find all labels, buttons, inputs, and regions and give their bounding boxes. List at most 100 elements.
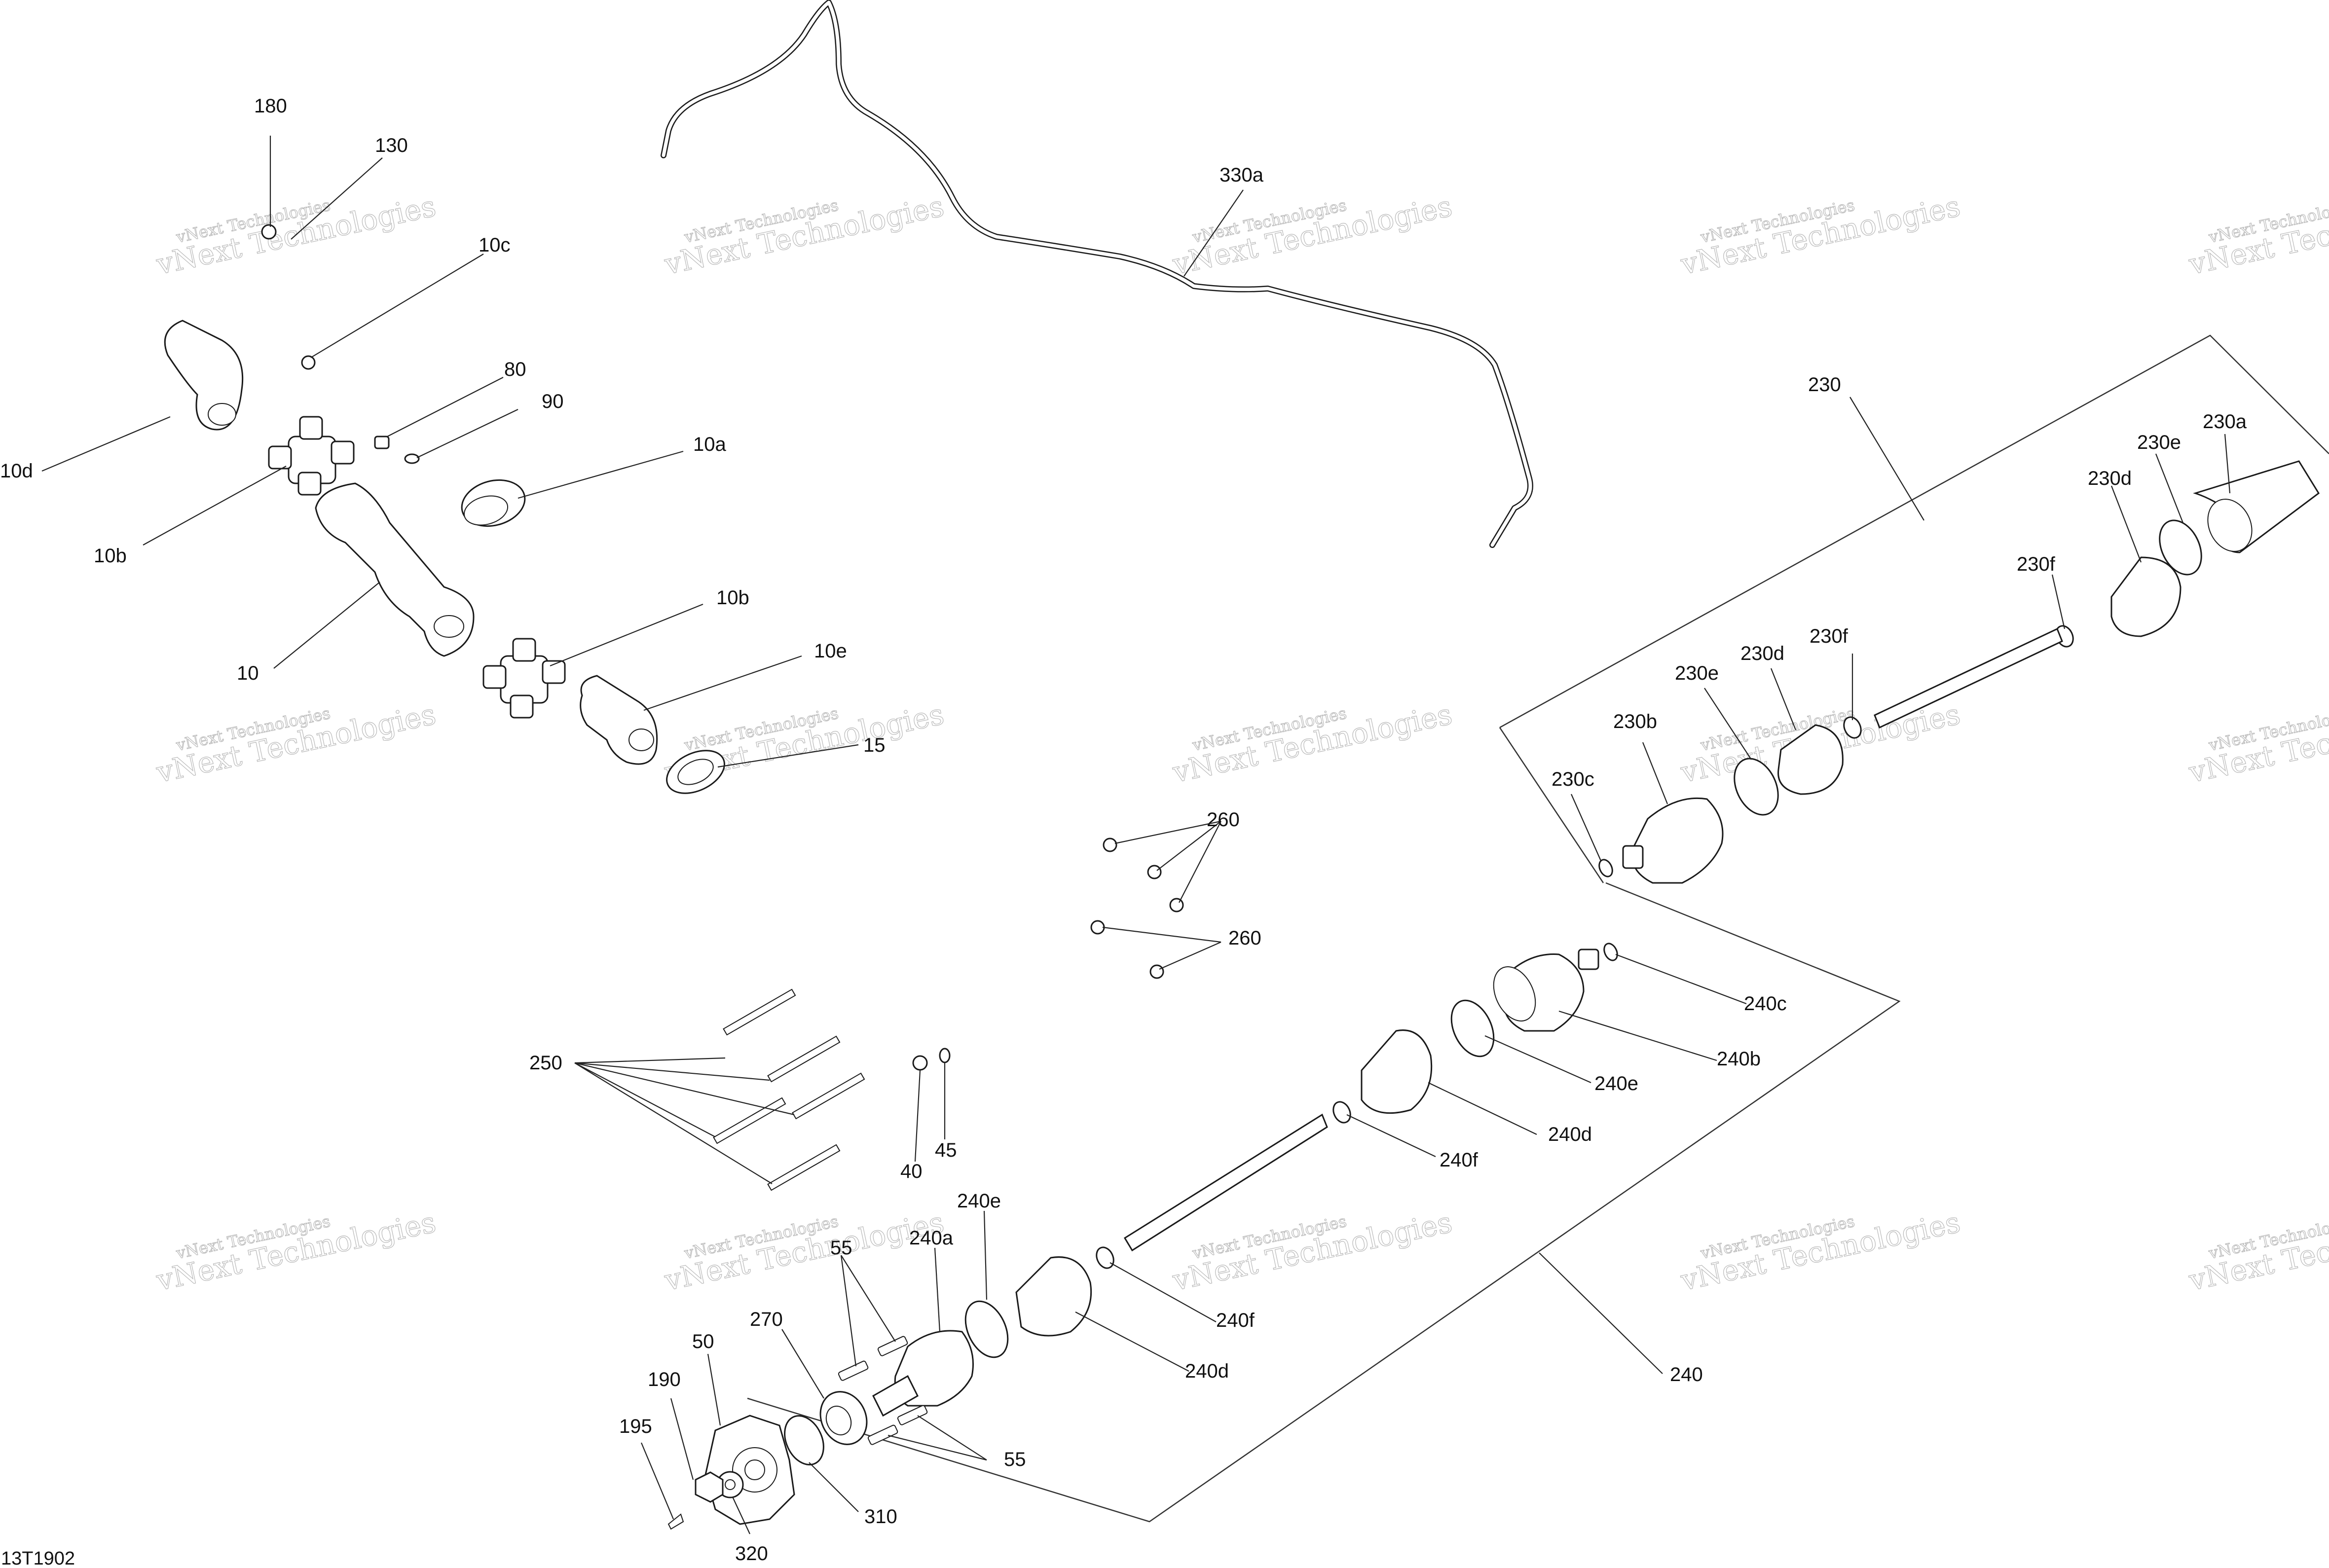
- label-230c: 230c: [1552, 768, 1594, 790]
- label-240f-right: 240f: [1440, 1149, 1479, 1171]
- clamp-230e-top: [2159, 519, 2202, 576]
- label-240b: 240b: [1717, 1048, 1761, 1070]
- label-240e-right: 240e: [1594, 1073, 1638, 1094]
- circlip-230c: [1598, 859, 1613, 877]
- label-10c: 10c: [479, 234, 511, 256]
- label-240a: 240a: [909, 1227, 954, 1249]
- washer-320: [716, 1471, 744, 1498]
- label-40: 40: [900, 1161, 923, 1182]
- label-10e: 10e: [814, 640, 847, 662]
- label-50: 50: [692, 1331, 714, 1352]
- watermark: vNext Technologies vNext Technologies: [2185, 697, 2329, 790]
- clamp-240f-right: [1332, 1101, 1351, 1124]
- label-10d: 10d: [0, 460, 33, 482]
- label-230e-mid: 230e: [1675, 662, 1719, 684]
- label-310: 310: [864, 1506, 897, 1528]
- part-labels: 180 130 10c 80 90 10a 10d 10b 10 10b 10e…: [0, 95, 2247, 1565]
- outer-joint-240a: [872, 1330, 974, 1417]
- clamp-230f-mid: [1843, 716, 1862, 739]
- label-45: 45: [935, 1139, 957, 1161]
- label-320: 320: [735, 1543, 768, 1565]
- tube-330a: [661, 0, 1533, 548]
- watermark: vNext Technologies vNext Technologies: [1169, 1205, 1455, 1298]
- label-230e-top: 230e: [2137, 432, 2181, 453]
- outer-joint-230a: [2193, 460, 2320, 553]
- label-250: 250: [529, 1052, 562, 1074]
- label-230f-top: 230f: [2017, 553, 2056, 575]
- label-260-bottom: 260: [1228, 927, 1261, 949]
- watermark: vNext Technologies vNext Technologies: [661, 189, 947, 282]
- cotter-pin-195: [667, 1513, 684, 1530]
- u-joint-10b-top: [268, 416, 355, 496]
- bolts-250: [713, 988, 865, 1191]
- circlip-310: [784, 1415, 824, 1466]
- label-240d-left: 240d: [1185, 1360, 1229, 1382]
- u-joint-10b-bottom: [482, 638, 566, 719]
- clamp-240e-left: [964, 1300, 1009, 1358]
- label-55-bottom: 55: [1004, 1449, 1026, 1470]
- watermark: vNext Technologies vNext Technologies: [153, 697, 439, 790]
- seal-15: [666, 750, 725, 794]
- label-230: 230: [1808, 374, 1841, 396]
- inner-joint-230b: [1622, 797, 1724, 884]
- hub-50: [704, 1415, 795, 1525]
- label-10b-bottom: 10b: [716, 587, 749, 609]
- clamp-240e-right: [1450, 999, 1495, 1057]
- bearing-270: [819, 1391, 868, 1445]
- label-180: 180: [254, 95, 287, 117]
- watermark: vNext Technologies vNext Technologies: [153, 1205, 439, 1298]
- label-90: 90: [542, 391, 564, 412]
- label-260-top: 260: [1207, 809, 1240, 831]
- watermark: vNext Technologies vNext Technologies: [1677, 1205, 1963, 1298]
- boot-240d-right: [1361, 1029, 1433, 1114]
- parts-40-45: [912, 1048, 951, 1071]
- label-240e-left: 240e: [957, 1190, 1001, 1212]
- nuts-260: [1090, 838, 1184, 979]
- label-270: 270: [750, 1309, 783, 1330]
- small-parts-top-left: [261, 224, 420, 464]
- watermark-group: vNext Technologies vNext Technologies vN…: [153, 189, 2329, 1298]
- watermark: vNext Technologies vNext Technologies: [1169, 697, 1455, 790]
- label-230a: 230a: [2203, 411, 2247, 433]
- label-10b-top: 10b: [94, 545, 127, 567]
- shaft-240: [1123, 1113, 1328, 1252]
- label-240d-right: 240d: [1548, 1124, 1592, 1145]
- watermark: vNext Technologies vNext Technologies: [1677, 189, 1963, 282]
- watermark: vNext Technologies vNext Technologies: [2185, 1205, 2329, 1298]
- clamp-230e-mid: [1734, 758, 1779, 816]
- shaft-230: [1874, 627, 2063, 729]
- label-230b: 230b: [1613, 711, 1657, 732]
- nut-190: [695, 1471, 724, 1503]
- label-10a: 10a: [693, 434, 726, 455]
- label-55-top: 55: [830, 1237, 852, 1259]
- svg-text:vNext Technologies: vNext Technologies: [2186, 1205, 2329, 1298]
- studs-55-top: [838, 1336, 908, 1381]
- label-10: 10: [237, 662, 259, 684]
- label-240f-left: 240f: [1216, 1310, 1255, 1331]
- watermark: vNext Technologies vNext Technologies: [1169, 189, 1455, 282]
- clamp-240f-left: [1096, 1246, 1114, 1269]
- label-230f-mid: 230f: [1810, 625, 1848, 647]
- leader-lines: [41, 136, 2231, 1534]
- boot-230d-mid: [1777, 724, 1844, 795]
- boot-240d-left: [1015, 1256, 1092, 1337]
- label-15: 15: [863, 734, 886, 756]
- label-330a: 330a: [1220, 164, 1264, 186]
- watermark: vNext Technologies vNext Technologies: [153, 189, 439, 282]
- circlip-240c: [1603, 943, 1618, 961]
- svg-text:vNext Technologies: vNext Technologies: [2186, 697, 2329, 790]
- watermark: vNext Technologies vNext Technologies: [661, 1205, 947, 1298]
- inner-joint-240b: [1493, 948, 1599, 1032]
- boot-10a: [461, 479, 526, 527]
- watermark: vNext Technologies vNext Technologies: [2185, 189, 2329, 282]
- drawing-code: 13T1902: [1, 1548, 75, 1568]
- label-190: 190: [648, 1369, 681, 1390]
- label-230d-mid: 230d: [1740, 643, 1784, 664]
- yoke-10d: [164, 320, 244, 431]
- bracket-230-lower: [1499, 727, 1604, 883]
- boot-230d-top: [2110, 556, 2181, 637]
- shaft-10: [315, 482, 475, 657]
- label-80: 80: [504, 359, 526, 380]
- label-240: 240: [1670, 1364, 1703, 1386]
